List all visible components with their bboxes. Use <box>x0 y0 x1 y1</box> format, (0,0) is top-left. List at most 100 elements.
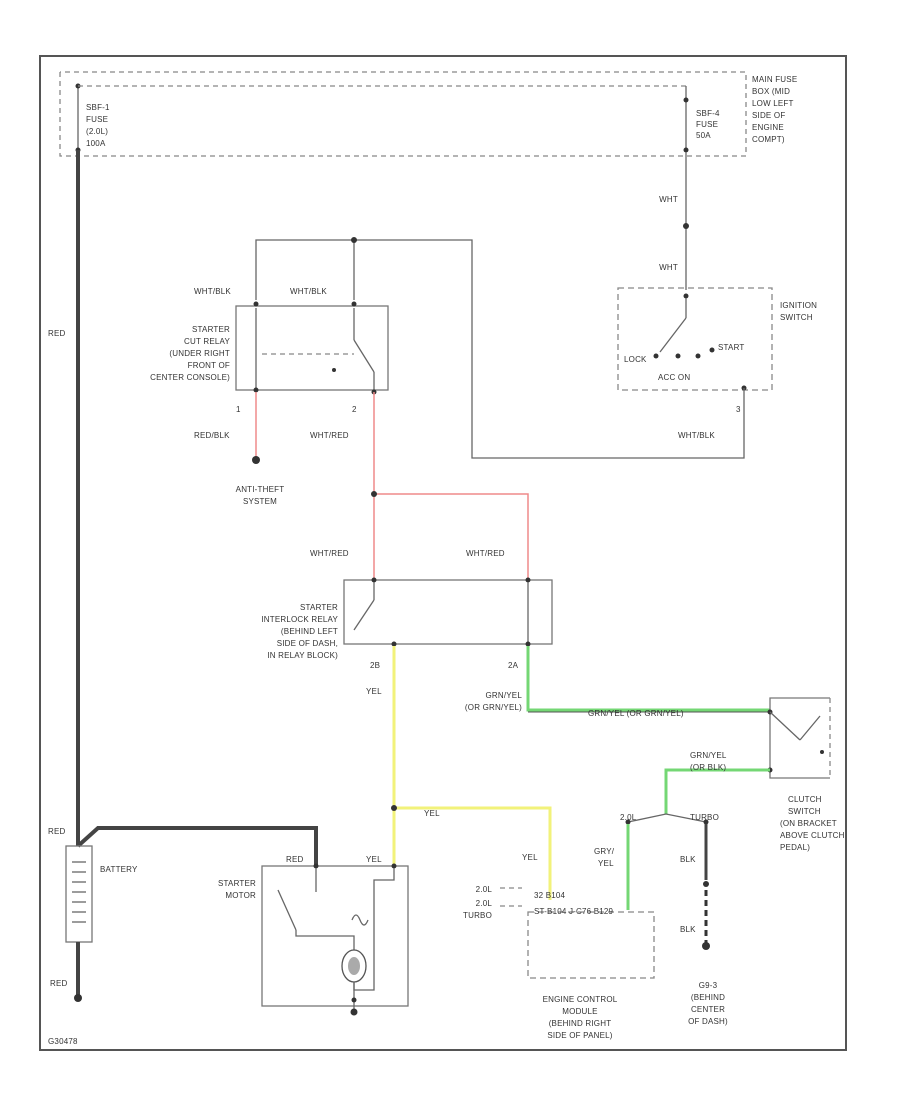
blk-splice-node <box>703 881 709 887</box>
ecm-label-1: ENGINE CONTROL <box>543 995 618 1004</box>
ecm-side-label-3: TURBO <box>463 911 492 920</box>
wht-red-label-2: WHT/RED <box>310 549 349 558</box>
anti-theft-label-1: ANTI-THEFT <box>236 485 285 494</box>
main-fuse-label-6: COMPT) <box>752 135 785 144</box>
red-blk-label: RED/BLK <box>194 431 230 440</box>
cut-relay-contact-node <box>332 368 336 372</box>
ecm-side-label-2: 2.0L <box>476 899 493 908</box>
wht-label-top: WHT <box>659 195 678 204</box>
starter-node-1 <box>351 997 357 1003</box>
starter-solenoid-blade <box>277 889 297 931</box>
cut-relay-contact-blade <box>353 339 375 373</box>
selector-node-left <box>625 819 631 825</box>
wht-blk-right-label: WHT/BLK <box>678 431 715 440</box>
clutch-switch-label-5: PEDAL) <box>780 843 810 852</box>
starter-interlock-relay-box <box>343 579 553 645</box>
ignition-lock-label: LOCK <box>624 355 647 364</box>
selector-node-right <box>703 819 709 825</box>
battery-box <box>65 845 93 943</box>
battery-to-starter-wire <box>76 826 318 866</box>
starter-motor-box <box>261 865 409 1007</box>
wht-red-label-1: WHT/RED <box>310 431 349 440</box>
ignition-switch-blade <box>659 317 687 353</box>
main-fuse-label-1: MAIN FUSE <box>752 75 797 84</box>
interlock-pin-2b-label: 2B <box>370 661 380 670</box>
ecm-pin-label-2: ST-B104 J-C76 B129 <box>534 907 614 916</box>
yel-label-2: YEL <box>424 809 440 818</box>
ignition-switch-label-2: SWITCH <box>780 313 813 322</box>
cut-relay-pin-2-label: 2 <box>352 405 357 414</box>
clutch-switch-box <box>769 697 830 779</box>
battery-label: BATTERY <box>100 865 138 874</box>
red-battery-label: RED <box>48 827 66 836</box>
starter-motor-label-2: MOTOR <box>225 891 256 900</box>
main-fuse-label-2: BOX (MID <box>752 87 790 96</box>
wht-blk-splice-node <box>351 237 357 243</box>
grn-yel-lower-label-2: (OR BLK) <box>690 763 726 772</box>
anti-theft-label-2: SYSTEM <box>243 497 277 506</box>
cut-relay-pin-bottom-left <box>253 387 259 393</box>
ignition-switch-terminal-in <box>683 293 689 299</box>
ground-label-1: G9-3 <box>699 981 718 990</box>
interlock-pin-bottom-right <box>525 641 531 647</box>
grn-yel-lower-label-1: GRN/YEL <box>690 751 727 760</box>
clutch-switch-lead <box>769 711 801 741</box>
grn-yel-wire-label: GRN/YEL (OR GRN/YEL) <box>588 709 684 718</box>
ignition-switch-label-1: IGNITION <box>780 301 817 310</box>
starter-cut-relay-label-5: CENTER CONSOLE) <box>150 373 230 382</box>
right-fuse-node-top <box>683 97 689 103</box>
ecm-label-3: (BEHIND RIGHT <box>549 1019 612 1028</box>
wht-blk-relay-label-1: WHT/BLK <box>194 287 231 296</box>
interlock-relay-label-5: IN RELAY BLOCK) <box>267 651 338 660</box>
yel-splice-node <box>391 805 397 811</box>
interlock-pin-bottom-left <box>391 641 397 647</box>
cut-relay-pin-top-right <box>351 301 357 307</box>
interlock-relay-label-1: STARTER <box>300 603 338 612</box>
battery-ground-node <box>74 994 82 1002</box>
right-fuse-label-3: 50A <box>696 131 711 140</box>
starter-cut-relay-box <box>235 305 389 391</box>
ignition-contact-lock <box>653 353 659 359</box>
ignition-acc-on-label: ACC ON <box>658 373 690 382</box>
right-fuse-node-bottom <box>683 147 689 153</box>
wht-red-splice-node <box>371 491 377 497</box>
diagram-frame <box>39 55 847 1051</box>
ignition-pin-3: 3 <box>736 405 741 414</box>
ignition-switch-box <box>617 287 773 391</box>
wht-blk-start-wire <box>255 239 745 459</box>
cut-relay-pin-top-left <box>253 301 259 307</box>
left-fuse-label-4: 100A <box>86 139 106 148</box>
interlock-pin-top-left <box>371 577 377 583</box>
clutch-switch-label-1: CLUTCH <box>788 795 822 804</box>
gry-yel-label-2: YEL <box>598 859 614 868</box>
starter-cut-relay-label-4: FRONT OF <box>188 361 230 370</box>
anti-theft-node <box>252 456 260 464</box>
main-fuse-label-3: LOW LEFT <box>752 99 794 108</box>
left-fuse-label-2: FUSE <box>86 115 108 124</box>
wht-blk-relay-label-2: WHT/BLK <box>290 287 327 296</box>
grn-yel-label-1: GRN/YEL <box>485 691 522 700</box>
figure-id: G30478 <box>48 1037 78 1046</box>
starter-b-terminal <box>313 863 319 869</box>
yel-label-1: YEL <box>366 687 382 696</box>
wht-splice-node <box>683 223 689 229</box>
ground-label-2: (BEHIND <box>691 993 725 1002</box>
starter-internal-wire <box>295 930 355 950</box>
right-fuse-label-1: SBF-4 <box>696 109 720 118</box>
yel-wire-branch-ecm <box>394 806 552 900</box>
starter-armature-core <box>348 957 360 975</box>
red-left-label: RED <box>48 329 66 338</box>
main-fuse-box-boundary <box>59 71 747 157</box>
clutch-selector-wire <box>627 813 707 823</box>
ignition-contact-start <box>709 347 715 353</box>
ignition-contact-acc <box>675 353 681 359</box>
red-low-label: RED <box>50 979 68 988</box>
starter-ground-node <box>350 1008 358 1016</box>
ecm-label-4: SIDE OF PANEL) <box>547 1031 612 1040</box>
clutch-switch-label-3: (ON BRACKET <box>780 819 837 828</box>
interlock-relay-label-4: SIDE OF DASH, <box>277 639 338 648</box>
clutch-switch-label-2: SWITCH <box>788 807 821 816</box>
engine-control-module-box <box>527 911 655 979</box>
interlock-relay-label-3: (BEHIND LEFT <box>281 627 338 636</box>
